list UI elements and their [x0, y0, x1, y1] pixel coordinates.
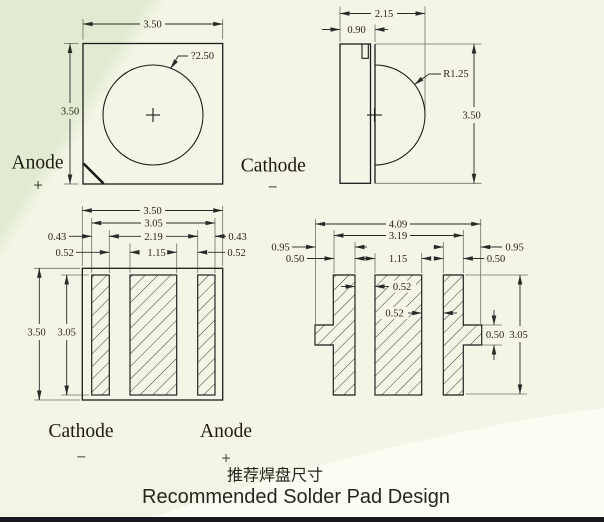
- background-wave: [140, 408, 604, 522]
- pad-outline: [81, 267, 224, 401]
- dim-pkg-top-height: 3.50: [61, 107, 79, 118]
- dim-pad-b-notch-h: 0.50: [486, 330, 504, 341]
- dim-pad-b-gap2: 0.52: [385, 309, 403, 320]
- dim-pad-b-inner-w: 3.19: [389, 231, 407, 242]
- anode-pad-stepped: [442, 274, 483, 396]
- dim-pad-a-gap2: 0.52: [227, 248, 245, 259]
- dim-lens-radius: R1.25: [443, 69, 468, 80]
- dim-pad-b-left-pad: 0.50: [286, 254, 304, 265]
- anode-label: Anode: [12, 153, 64, 174]
- dim-pad-a-inner-span: 2.19: [144, 232, 162, 243]
- view-pad-layout-right: 4.09 3.19 0.95 0.95 0.50 1.15 0.50 0.52: [271, 219, 528, 396]
- package-outline: [82, 42, 224, 185]
- view-package-top: 3.50 3.50 ?2.50 Anode + Cathode −: [12, 19, 306, 196]
- dim-pad-b-gap1: 0.52: [393, 282, 411, 293]
- cathode-sign: −: [268, 177, 278, 196]
- dim-side-height: 3.50: [462, 111, 480, 122]
- dim-pad-a-center-w: 1.15: [147, 248, 165, 259]
- side-lens-dome: [374, 64, 426, 166]
- dim-pad-a-pads-w: 3.05: [144, 219, 162, 230]
- dim-pad-a-overall-h: 3.50: [27, 328, 45, 339]
- dim-pad-b-left-total: 0.95: [271, 243, 289, 254]
- dim-pad-a-overall-w: 3.50: [143, 206, 161, 217]
- caption-chinese: 推荐焊盘尺寸: [227, 465, 323, 484]
- cathode-pad: [91, 274, 110, 396]
- background-green-corner: [0, 0, 185, 290]
- lens-circle: [102, 64, 204, 166]
- anode-pad: [197, 274, 216, 396]
- dim-lens-diameter: ?2.50: [191, 51, 214, 62]
- dim-pad-b-overall-w: 4.09: [389, 220, 407, 231]
- pad-anode-sign: +: [221, 448, 231, 467]
- dim-pad-a-pads-h: 3.05: [58, 328, 76, 339]
- cathode-label: Cathode: [241, 156, 306, 177]
- view-package-side: 2.15 0.90 R1.25 3.50: [322, 6, 482, 184]
- anode-chamfer-mark: [82, 162, 105, 185]
- pad-cathode-label: Cathode: [49, 421, 114, 442]
- side-body-outline: [339, 43, 372, 184]
- dim-pad-a-pad1-w: 0.43: [48, 232, 66, 243]
- bottom-bar: [0, 517, 604, 522]
- anode-sign: +: [33, 175, 43, 194]
- dim-pad-b-pads-h: 3.05: [509, 330, 527, 341]
- cathode-pad-stepped: [314, 274, 356, 396]
- caption-english: Recommended Solder Pad Design: [142, 486, 450, 508]
- dim-pad-b-right-total: 0.95: [505, 243, 523, 254]
- center-mark: [146, 108, 160, 122]
- dim-pkg-top-width: 3.50: [143, 20, 161, 31]
- side-center-mark: [367, 108, 382, 122]
- dim-pad-a-pad3-w: 0.43: [228, 232, 246, 243]
- thermal-pad: [129, 274, 178, 396]
- view-pad-layout-left: 3.50 3.05 0.43 2.19 0.43 0.52 1.15 0.52 …: [27, 206, 252, 467]
- side-cathode-notch: [361, 44, 369, 59]
- dim-pad-b-right-pad: 0.50: [487, 254, 505, 265]
- pad-anode-label: Anode: [200, 421, 252, 442]
- dim-side-total-width: 2.15: [375, 9, 393, 20]
- pad-cathode-sign: −: [76, 447, 86, 466]
- dim-pad-a-gap1: 0.52: [56, 248, 74, 259]
- dim-pad-b-center-w: 1.15: [389, 254, 407, 265]
- dim-side-body-width: 0.90: [347, 25, 365, 36]
- thermal-pad: [374, 274, 423, 396]
